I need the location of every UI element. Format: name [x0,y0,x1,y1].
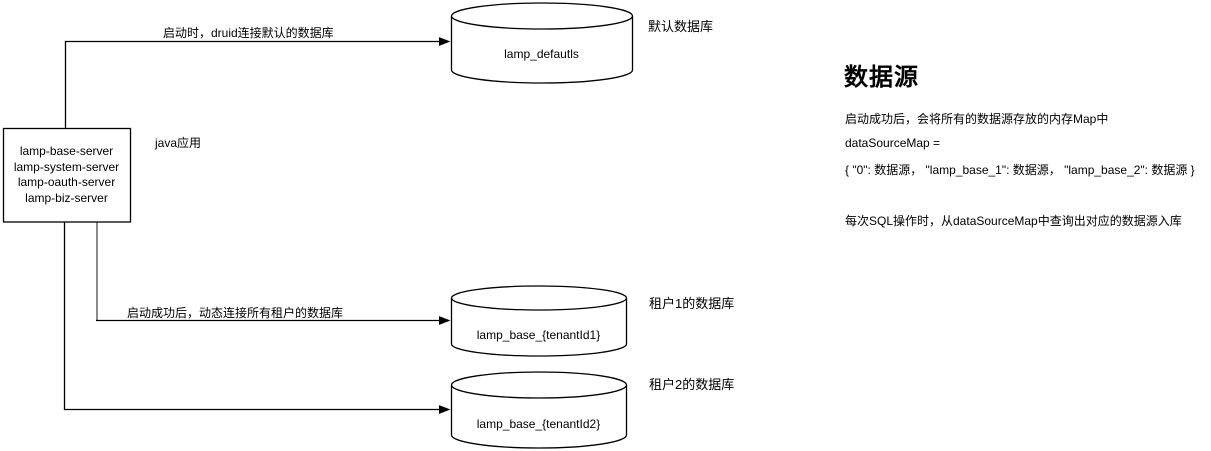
db-name-tenant1: lamp_base_{tenantId1} [476,328,601,342]
db-name-default: lamp_defautls [504,47,579,61]
app-box-shape [2,127,132,223]
java-app-label: java应用 [155,136,202,150]
app-box: lamp-base-server lamp-system-server lamp… [3,128,130,222]
edge-startup-tenant1 [96,222,451,325]
app-box-line: lamp-biz-server [25,190,108,205]
app-box-line: lamp-system-server [13,159,120,174]
notes-line-4: 每次SQL操作时，从dataSourceMap中查询出对应的数据源入库 [845,214,1182,228]
notes-line-1: 启动成功后，会将所有的数据源存放的内存Map中 [845,112,1109,126]
db-name-tenant2: lamp_base_{tenantId2} [476,417,601,431]
notes-line-3: { "0": 数据源， "lamp_base_1": 数据源， "lamp_ba… [845,163,1195,177]
db-label-tenant1: 租户1的数据库 [649,296,735,311]
edge-startup-tenant2 [63,222,451,414]
edge-startup-default [64,37,451,128]
notes-line-2: dataSourceMap = [845,136,941,150]
database-cylinder-tenant1 [450,285,628,357]
edge-label-startup-default: 启动时，druid连接默认的数据库 [163,26,334,40]
db-label-tenant2: 租户2的数据库 [649,377,735,392]
app-box-line: lamp-oauth-server [17,175,116,189]
database-cylinder-tenant2 [450,371,628,449]
database-cylinder-default [450,2,634,84]
notes-title: 数据源 [844,64,919,91]
app-box-line: lamp-base-server [19,144,114,158]
edge-label-startup-tenants: 启动成功后，动态连接所有租户的数据库 [127,306,344,320]
db-label-default: 默认数据库 [648,19,714,34]
